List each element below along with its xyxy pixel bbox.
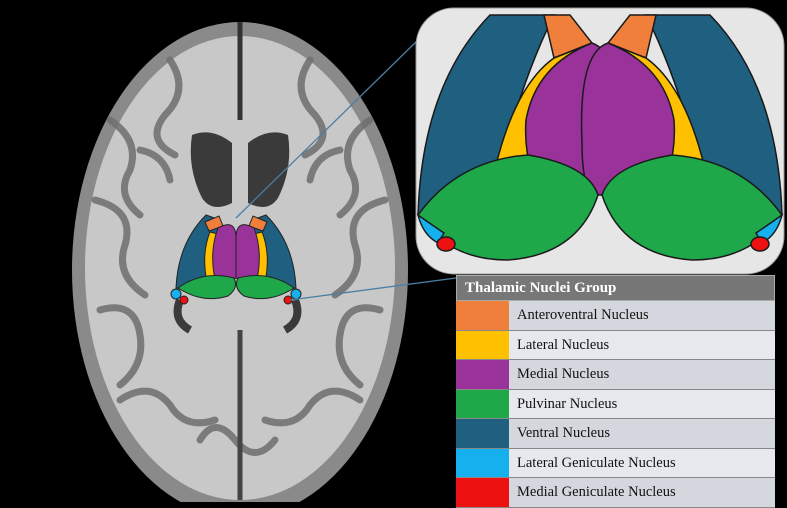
legend-label: Medial Geniculate Nucleus [509, 478, 775, 507]
legend-label: Anteroventral Nucleus [509, 301, 775, 330]
legend-item-anteroventral: Anteroventral Nucleus [456, 301, 775, 331]
legend-item-pulvinar: Pulvinar Nucleus [456, 390, 775, 420]
legend-item-medial: Medial Nucleus [456, 360, 775, 390]
legend-label: Ventral Nucleus [509, 419, 775, 448]
legend-label: Lateral Nucleus [509, 331, 775, 360]
legend-label: Lateral Geniculate Nucleus [509, 449, 775, 478]
legend-item-ventral: Ventral Nucleus [456, 419, 775, 449]
legend-swatch [456, 390, 509, 419]
legend-item-medial-geniculate: Medial Geniculate Nucleus [456, 478, 775, 508]
legend-item-lateral: Lateral Nucleus [456, 331, 775, 361]
legend-swatch [456, 419, 509, 448]
legend: Thalamic Nuclei Group Anteroventral Nucl… [456, 275, 775, 508]
legend-swatch [456, 478, 509, 507]
legend-label: Pulvinar Nucleus [509, 390, 775, 419]
thalamus-inset [416, 8, 784, 274]
legend-swatch [456, 360, 509, 389]
legend-rows: Anteroventral Nucleus Lateral Nucleus Me… [456, 301, 775, 508]
legend-swatch [456, 449, 509, 478]
legend-title: Thalamic Nuclei Group [456, 275, 775, 301]
legend-item-lateral-geniculate: Lateral Geniculate Nucleus [456, 449, 775, 479]
legend-swatch [456, 301, 509, 330]
legend-swatch [456, 331, 509, 360]
legend-label: Medial Nucleus [509, 360, 775, 389]
